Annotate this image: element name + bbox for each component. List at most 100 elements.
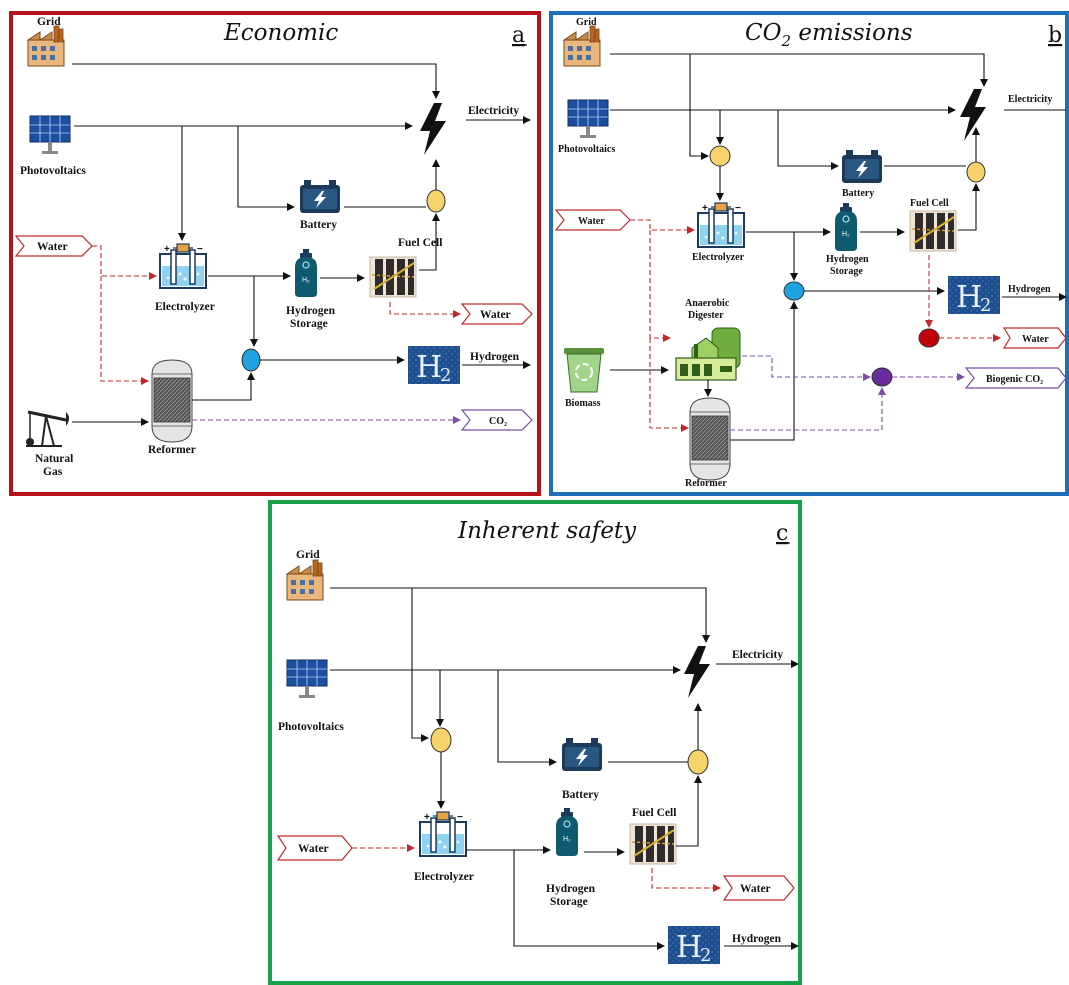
hydrogen-storage-label-1: Hydrogen	[546, 883, 596, 895]
electricity-label: Electricity	[468, 105, 519, 117]
water-in-tag	[554, 209, 631, 231]
photovoltaics-label: Photovoltaics	[20, 165, 86, 177]
fuel-cell-icon	[369, 256, 417, 298]
fuel-cell-icon	[629, 823, 677, 865]
fuel-cell-label: Fuel Cell	[632, 807, 676, 819]
electrolyzer-icon	[697, 202, 745, 248]
h2-tile-icon	[668, 926, 720, 966]
battery-label: Battery	[842, 188, 874, 199]
factory-icon	[286, 559, 324, 601]
photovoltaics-label: Photovoltaics	[278, 721, 344, 733]
fuel-cell-icon	[909, 210, 957, 252]
panel-a-border	[9, 11, 541, 496]
battery-icon	[562, 738, 602, 771]
reformer-label: Reformer	[685, 478, 727, 489]
solar-panel-icon	[567, 99, 609, 139]
digester-icon	[675, 327, 741, 381]
factory-icon	[563, 25, 601, 67]
solar-panel-icon	[286, 659, 328, 699]
biomass-label: Biomass	[565, 398, 601, 409]
hydrogen-storage-label-1: Hydrogen	[826, 254, 869, 265]
panel-c-border	[268, 500, 802, 985]
hydrogen-storage-label-2: Storage	[550, 896, 588, 908]
flow-lines	[610, 53, 1067, 441]
water-out-tag	[460, 303, 533, 325]
biogenic-co2-tag	[964, 367, 1067, 389]
reformer-icon	[689, 397, 731, 481]
mixer-yellow-1	[709, 145, 731, 167]
mixer-yellow-2	[966, 161, 986, 183]
lightning-icon	[420, 103, 446, 155]
water-in-label: Water	[37, 241, 68, 253]
factory-icon	[27, 25, 65, 67]
anaerobic-label-2: Digester	[688, 310, 724, 321]
photovoltaics-label: Photovoltaics	[558, 144, 615, 155]
mixer-blue	[783, 281, 805, 301]
panel-c-title: Inherent safety	[457, 518, 637, 544]
biomass-bin-icon	[563, 347, 605, 393]
hydrogen-tank-icon	[294, 248, 318, 298]
battery-icon	[300, 180, 340, 213]
panel-c-letter: c	[776, 521, 788, 546]
panel-economic: Economic a Grid Photovoltaics Electricit…	[9, 11, 541, 496]
panel-inherent-safety: Inherent safety c Grid Photovoltaics Ele…	[268, 500, 802, 985]
h2-tile-icon	[408, 346, 460, 386]
co2-tag	[460, 409, 533, 431]
anaerobic-label-1: Anaerobic	[685, 298, 730, 309]
panel-co2-emissions: CO2 emissions b Grid Photovoltaics Elect…	[549, 11, 1069, 496]
lightning-icon	[960, 89, 986, 141]
flow-lines	[330, 587, 799, 950]
panel-a-title: Economic	[223, 20, 338, 46]
hydrogen-tank-icon	[834, 202, 858, 252]
natural-gas-label-2: Gas	[43, 466, 63, 478]
battery-label: Battery	[300, 219, 337, 231]
electrolyzer-label: Electrolyzer	[414, 871, 474, 883]
electricity-label: Electricity	[1008, 94, 1052, 105]
water-in-tag	[276, 835, 353, 861]
reformer-label: Reformer	[148, 444, 196, 456]
lightning-icon	[684, 646, 710, 698]
mixer-yellow-1	[430, 727, 452, 753]
hydrogen-storage-label-1: Hydrogen	[286, 305, 336, 317]
hydrogen-label: Hydrogen	[732, 933, 782, 945]
water-out-label: Water	[1022, 334, 1049, 345]
water-out-label: Water	[740, 883, 771, 895]
grid-label: Grid	[296, 549, 320, 561]
solar-panel-icon	[29, 115, 71, 155]
water-in-tag	[14, 235, 93, 257]
co2-label: CO₂	[489, 416, 507, 427]
hydrogen-label: Hydrogen	[1008, 284, 1051, 295]
mixer-red	[918, 328, 940, 348]
grid-label: Grid	[37, 16, 61, 28]
panel-a-letter: a	[512, 23, 525, 48]
water-in-label: Water	[298, 843, 329, 855]
battery-icon	[842, 150, 882, 183]
electricity-label: Electricity	[732, 649, 783, 661]
water-out-label: Water	[480, 309, 511, 321]
hydrogen-storage-label-2: Storage	[290, 318, 328, 330]
panel-b-border	[549, 11, 1069, 496]
panel-b-letter: b	[1048, 23, 1062, 48]
water-in-label: Water	[578, 216, 605, 227]
hydrogen-tank-icon	[555, 807, 579, 857]
panel-b-title: CO2 emissions	[745, 20, 913, 50]
hydrogen-label: Hydrogen	[470, 351, 520, 363]
mixer-yellow-2	[687, 749, 709, 775]
battery-label: Battery	[562, 789, 599, 801]
electrolyzer-icon	[159, 243, 207, 289]
natural-gas-label-1: Natural	[35, 453, 73, 465]
electrolyzer-label: Electrolyzer	[155, 301, 215, 313]
fuel-cell-label: Fuel Cell	[398, 237, 442, 249]
oil-pump-icon	[24, 410, 71, 448]
mixer-yellow	[426, 189, 446, 213]
biogenic-co2-label: Biogenic CO₂	[986, 374, 1043, 385]
mixer-blue	[241, 348, 261, 372]
grid-label: Grid	[576, 17, 597, 28]
water-out-tag	[1002, 327, 1067, 349]
water-out-tag	[722, 875, 795, 901]
electrolyzer-label: Electrolyzer	[692, 252, 745, 263]
reformer-icon	[151, 359, 193, 443]
mixer-purple	[871, 367, 893, 387]
